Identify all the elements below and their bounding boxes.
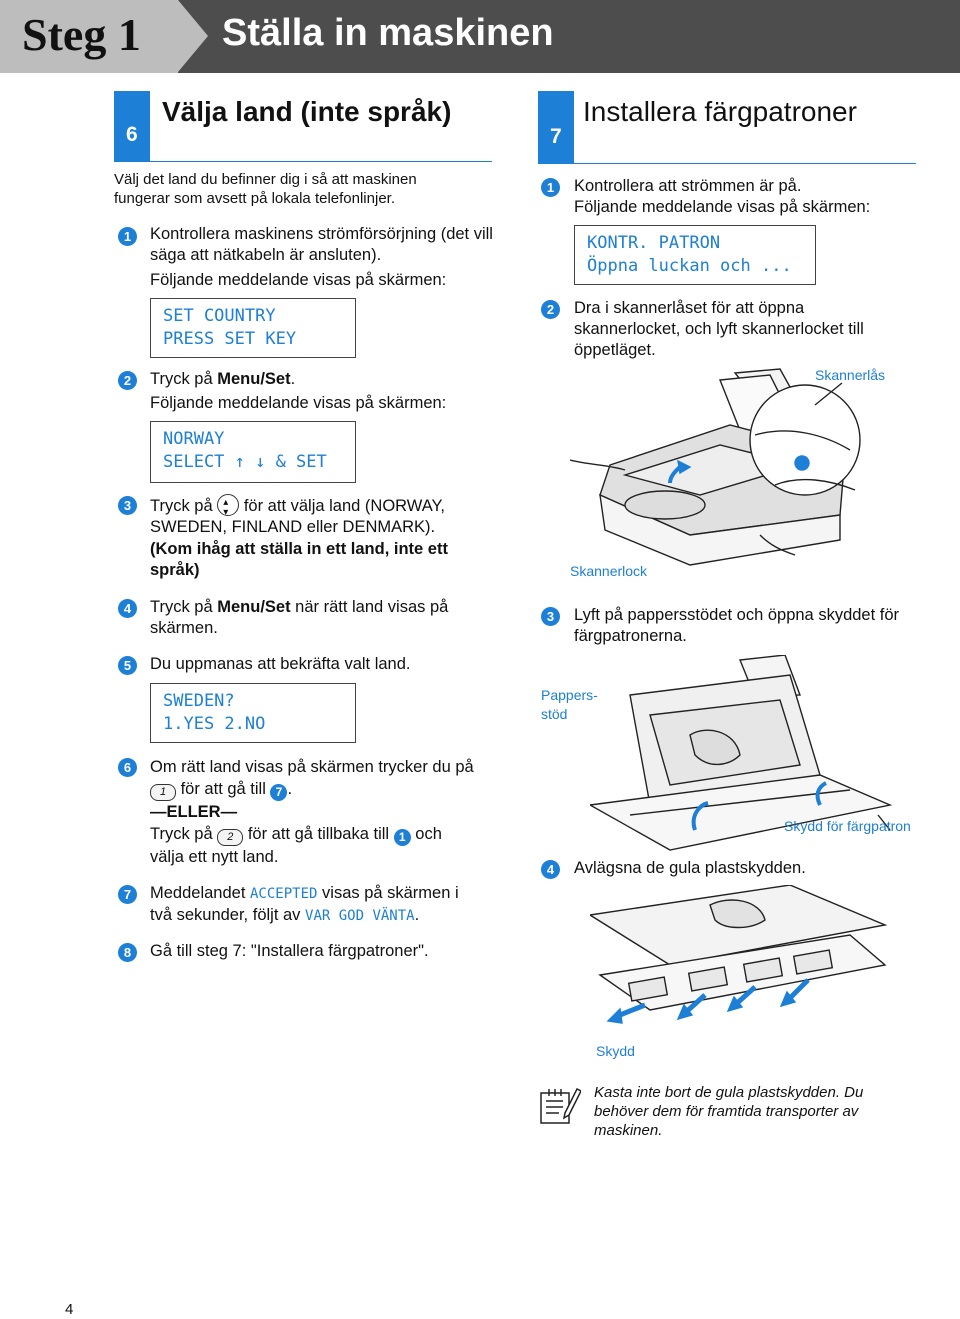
label-scanner-lock: Skannerlås <box>815 367 886 383</box>
step-badge: 7 <box>118 885 137 904</box>
lcd-line: KONTR. PATRON <box>587 233 721 253</box>
section-7-title: Installera färgpatroner <box>583 96 857 127</box>
lcd-display: SWEDEN? 1.YES 2.NO <box>150 683 356 743</box>
lcd-line: Öppna luckan och ... <box>587 256 792 276</box>
step-6-4-text: Tryck på Menu/Set när rätt land visas på… <box>150 598 449 637</box>
step-badge: 8 <box>118 943 137 962</box>
key-2-icon: 2 <box>217 829 244 846</box>
step-badge: 4 <box>118 599 137 618</box>
nav-updown-key-icon <box>217 492 240 523</box>
machine-illustration-cartridge-cover <box>590 655 893 851</box>
step-6-2-sub: Följande meddelande visas på skärmen: <box>150 394 447 412</box>
note-pencil-icon <box>540 1087 581 1124</box>
step-6-5-text: Du uppmanas att bekräfta valt land. <box>150 655 411 673</box>
step-label: Steg 1 <box>22 9 141 60</box>
step-7-1-text: Kontrollera att strömmen är på. <box>574 177 802 195</box>
machine-illustration-remove-covers <box>590 885 888 1024</box>
step-6-8-text: Gå till steg 7: "Installera färgpatroner… <box>150 942 429 960</box>
label-scanner-cover: Skannerlock <box>570 563 648 579</box>
step-badge: 3 <box>541 607 560 626</box>
step-badge: 6 <box>118 758 137 777</box>
page-number: 4 <box>65 1301 74 1318</box>
lcd-line: PRESS SET KEY <box>163 329 297 349</box>
note-text: Kasta inte bort de gula plastskydden. Du… <box>594 1084 864 1139</box>
step-6-7-text: Meddelandet ACCEPTED visas på skärmen i … <box>150 884 459 924</box>
step-7-4-text: Avlägsna de gula plastskydden. <box>574 859 806 877</box>
step-6-1-sub: Följande meddelande visas på skärmen: <box>150 271 447 289</box>
lcd-display: KONTR. PATRON Öppna luckan och ... <box>574 225 816 285</box>
step-badge: 1 <box>541 178 560 197</box>
step-badge: 1 <box>118 227 137 246</box>
lcd-display: NORWAY SELECT ↑ ↓ & SET <box>150 421 356 483</box>
step-7-3-text: Lyft på pappersstödet och öppna skyddet … <box>574 606 900 645</box>
step-6-2-text: Tryck på Menu/Set. <box>150 370 296 388</box>
step-badge: 2 <box>118 371 137 390</box>
key-1-icon: 1 <box>150 784 176 801</box>
lcd-line: SWEDEN? <box>163 691 235 711</box>
lcd-display: SET COUNTRY PRESS SET KEY <box>150 298 356 358</box>
step-badge: 5 <box>118 656 137 675</box>
step-badge: 2 <box>541 300 560 319</box>
section-6-rule <box>114 161 492 162</box>
label-paper-support: Pappers- stöd <box>541 687 598 722</box>
section-6-intro: Välj det land du befinner dig i så att m… <box>114 171 417 207</box>
step-badge: 4 <box>541 860 560 879</box>
step-7-2-text: Dra i skannerlåset för att öppna skanner… <box>574 299 864 359</box>
step-7-1-sub: Följande meddelande visas på skärmen: <box>574 198 871 216</box>
section-7-rule <box>538 163 916 164</box>
goto-badge: 1 <box>393 829 411 846</box>
step-tab <box>0 0 178 73</box>
step-6-6-text: Om rätt land visas på skärmen trycker du… <box>150 758 474 866</box>
step-badge: 3 <box>118 496 137 515</box>
goto-badge: 7 <box>270 784 288 801</box>
section-7-number: 7 <box>538 91 574 163</box>
lcd-line: SELECT ↑ ↓ & SET <box>163 452 327 472</box>
machine-illustration-open-scanner <box>570 368 861 566</box>
section-6-title: Välja land (inte språk) <box>162 96 452 127</box>
page-header: Steg 1 Ställa in maskinen <box>0 0 960 73</box>
page-title: Ställa in maskinen <box>222 12 554 54</box>
step-6-1-text: Kontrollera maskinens strömförsörjning (… <box>150 225 493 264</box>
label-cartridge-cover: Skydd för färgpatron <box>784 818 911 834</box>
step-6-3-note: (Kom ihåg att ställa in ett land, inte e… <box>150 540 448 579</box>
label-protection: Skydd <box>596 1043 635 1059</box>
step-tab-arrow <box>178 0 208 72</box>
lcd-line: NORWAY <box>163 429 225 449</box>
lcd-line: SET COUNTRY <box>163 306 276 326</box>
step-6-3-text: Tryck på för att välja land (NORWAY, SWE… <box>150 492 500 538</box>
section-6-number: 6 <box>114 91 150 161</box>
lcd-line: 1.YES 2.NO <box>163 714 266 734</box>
